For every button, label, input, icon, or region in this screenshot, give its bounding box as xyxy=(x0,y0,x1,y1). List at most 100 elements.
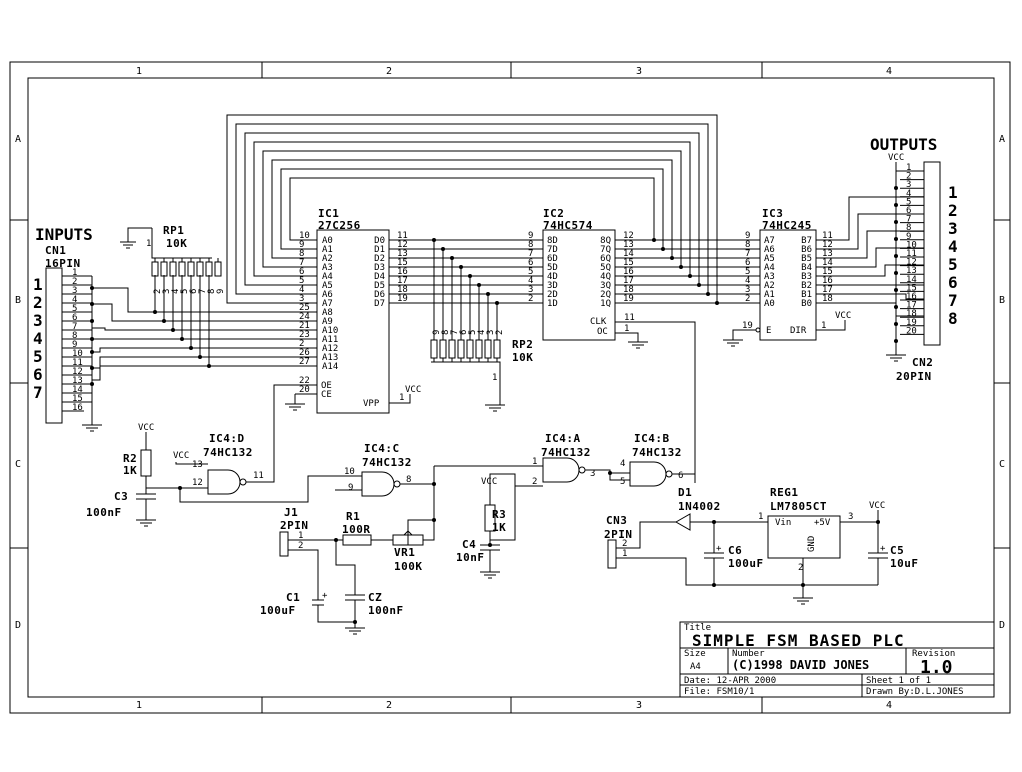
row-label-b-left: B xyxy=(15,295,21,306)
ic1-left-pin-number: 21 xyxy=(299,321,310,331)
c4-ref: C4 xyxy=(462,538,476,551)
ic4d-pin-in1: 13 xyxy=(192,460,203,470)
ic3-left-pin-name: A0 xyxy=(764,299,775,309)
cn1-type: 16PIN xyxy=(45,257,81,270)
rp1-pin-number: 4 xyxy=(171,289,181,294)
ic2-ref: IC2 xyxy=(543,207,564,220)
ic2-left-pin-name: 3D xyxy=(547,281,558,291)
ic3-left-pin-number: 7 xyxy=(745,249,750,259)
cn1-pin-number: 13 xyxy=(72,376,83,386)
ic1-left-pin-number: 7 xyxy=(299,258,304,268)
cn1-bit-label: 4 xyxy=(33,329,43,348)
cn2-pin-number: 6 xyxy=(906,206,911,216)
ic1-right-pin-number: 19 xyxy=(397,294,408,304)
ic4a-pin-in2: 2 xyxy=(532,477,537,487)
rp1-pin-number: 9 xyxy=(216,289,226,294)
row-label-b-right: B xyxy=(999,295,1005,306)
ic3-right-pin-number: 16 xyxy=(822,276,833,286)
d1-ref: D1 xyxy=(678,486,692,499)
ic4a-pin-out: 3 xyxy=(590,469,595,479)
ic3-right-pin-name: B2 xyxy=(801,281,812,291)
rp2-resistor xyxy=(493,339,501,359)
ic2-left-pin-number: 3 xyxy=(528,285,533,295)
reg1-part: LM7805CT xyxy=(770,500,827,513)
ic4b-pin-out: 6 xyxy=(678,471,683,481)
rp2-pin-number: 6 xyxy=(459,330,469,335)
ic1-right-pin-number: 12 xyxy=(397,240,408,250)
ic4d-ref: IC4:D xyxy=(209,432,245,445)
ic2-left-pin-name: 1D xyxy=(547,299,558,309)
ic3-right-pin-name: B6 xyxy=(801,245,812,255)
title-block xyxy=(679,621,995,698)
c6-value: 100uF xyxy=(728,557,764,570)
rp1-pin-number: 5 xyxy=(180,289,190,294)
ic1-right-pin-name: D7 xyxy=(374,299,385,309)
ic2-left-pin-name: 2D xyxy=(547,290,558,300)
ic2-left-pin-name: 6D xyxy=(547,254,558,264)
rp2-pin-number: 4 xyxy=(477,330,487,335)
ic1-right-pin-name: D4 xyxy=(374,272,385,282)
rp2-resistor xyxy=(439,339,447,359)
ic1-left-pin-name: A9 xyxy=(322,317,333,327)
cn1-pin-number: 11 xyxy=(72,358,83,368)
ic1-left-pin-number: 5 xyxy=(299,276,304,286)
cn1-pin-number: 2 xyxy=(72,277,77,287)
ic3-left-pin-name: A5 xyxy=(764,254,775,264)
ic3-right-pin-number: 14 xyxy=(822,258,833,268)
ic4c-pin-out: 8 xyxy=(406,475,411,485)
ic1-left-pin-number: 2 xyxy=(299,339,304,349)
col-label-3-top: 3 xyxy=(636,66,642,77)
title-text: SIMPLE FSM BASED PLC xyxy=(692,631,905,650)
c2-value: 100nF xyxy=(368,604,404,617)
ic3-left-pin-number: 8 xyxy=(745,240,750,250)
output-wiring xyxy=(816,162,924,362)
ic2-left-pin-number: 4 xyxy=(528,276,533,286)
rp2-pin-number: 2 xyxy=(495,330,505,335)
ic1-left-pin-number: 27 xyxy=(299,357,310,367)
rp2-resistor xyxy=(457,339,465,359)
rp2-ref: RP2 xyxy=(512,338,533,351)
cn1-pin-number: 9 xyxy=(72,340,77,350)
cn2-bit-label: 4 xyxy=(948,237,958,256)
ic2-clk-pin: 11 xyxy=(624,313,635,323)
ic4a-ref: IC4:A xyxy=(545,432,581,445)
ic3-right-pin-number: 15 xyxy=(822,267,833,277)
ic3-part: 74HC245 xyxy=(762,219,812,232)
cn2-pin-number: 5 xyxy=(906,197,911,207)
ic2-left-pin-name: 7D xyxy=(547,245,558,255)
d1-part: 1N4002 xyxy=(678,500,721,513)
c3-value: 100nF xyxy=(86,506,122,519)
vr1-ref: VR1 xyxy=(394,546,415,559)
reg1-pin-gnd: 2 xyxy=(798,563,803,573)
j1-ref: J1 xyxy=(284,506,298,519)
rp1-resistor xyxy=(169,261,177,277)
cn2-pin-number: 19 xyxy=(906,318,917,328)
ic1-27c256: IC1 27C256 A010A19A28A37A46A55A64A73A825… xyxy=(285,207,421,414)
reg1-gnd: GND xyxy=(807,536,817,552)
ic2-right-pin-number: 15 xyxy=(623,258,634,268)
c1-ref: C1 xyxy=(286,591,300,604)
vr1-value: 100K xyxy=(394,560,423,573)
ic3-left-pin-name: A2 xyxy=(764,281,775,291)
ic1-right-pin-number: 17 xyxy=(397,276,408,286)
ic1-ce-label: CE xyxy=(321,390,332,400)
ic3-right-pin-name: B0 xyxy=(801,299,812,309)
reg1-vin: Vin xyxy=(775,518,791,528)
rp2-resistor xyxy=(466,339,474,359)
ic4c-ref: IC4:C xyxy=(364,442,400,455)
r2-value: 1K xyxy=(123,464,137,477)
ic4b-pin-in1: 4 xyxy=(620,459,625,469)
cn2-bit-label: 7 xyxy=(948,291,958,310)
sheet-text: Sheet 1 of 1 xyxy=(866,676,931,686)
ic4c-pin-in2: 9 xyxy=(348,483,353,493)
ic3-right-pin-number: 17 xyxy=(822,285,833,295)
cn1-pin-number: 15 xyxy=(72,394,83,404)
col-label-2-bottom: 2 xyxy=(386,700,392,711)
cn2-pin-number: 18 xyxy=(906,309,917,319)
